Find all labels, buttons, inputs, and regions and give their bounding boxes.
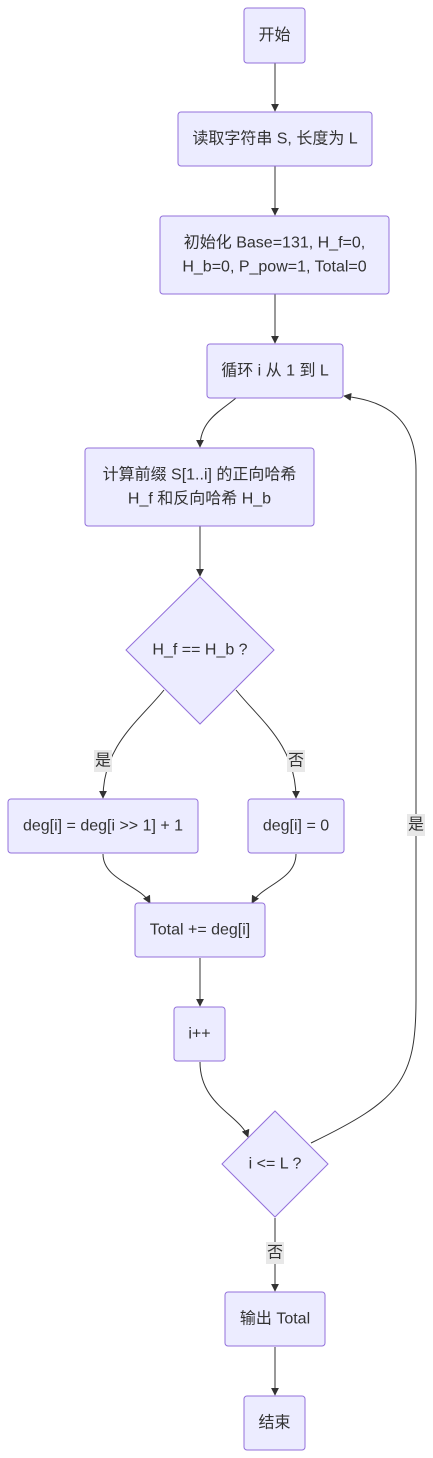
node-increment: i++ [173, 1006, 226, 1062]
edge-cond2-to-loop [310, 392, 417, 1144]
svg-text:否: 否 [288, 753, 304, 770]
node-deg-yes: deg[i] = deg[i >> 1] + 1 [7, 798, 199, 854]
node-cond-le: i <= L ? [221, 1110, 329, 1218]
node-end: 结束 [243, 1395, 306, 1451]
node-total-add: Total += deg[i] [134, 902, 266, 958]
svg-text:结束: 结束 [258, 1414, 290, 1432]
edge-cond-to-degno [235, 689, 300, 799]
edge-label-le-no: 否 [266, 1242, 284, 1264]
svg-text:读取字符串 S, 长度为 L: 读取字符串 S, 长度为 L [192, 130, 357, 148]
edge-degyes-to-total [102, 853, 151, 904]
node-initialize: 初始化 Base=131, H_f=0, H_b=0, P_pow=1, Tot… [159, 215, 390, 295]
edge-loop-to-hash [196, 397, 237, 448]
svg-text:H_b=0, P_pow=1, Total=0: H_b=0, P_pow=1, Total=0 [182, 259, 366, 276]
svg-text:是: 是 [408, 817, 424, 834]
edge-inc-to-cond2 [199, 1061, 250, 1138]
edge-label-le-yes: 是 [407, 814, 425, 836]
svg-text:开始: 开始 [258, 26, 290, 44]
svg-text:i <= L ?: i <= L ? [249, 1156, 302, 1173]
node-read-string: 读取字符串 S, 长度为 L [177, 111, 373, 167]
svg-text:输出 Total: 输出 Total [240, 1310, 310, 1328]
svg-text:H_f 和反向哈希 H_b: H_f 和反向哈希 H_b [128, 490, 271, 508]
node-compute-hash: 计算前缀 S[1..i] 的正向哈希 H_f 和反向哈希 H_b [84, 447, 315, 527]
node-deg-no: deg[i] = 0 [247, 798, 345, 854]
edge-label-eq-no: 否 [287, 750, 305, 772]
svg-text:Total += deg[i]: Total += deg[i] [150, 922, 251, 939]
edge-label-eq-yes: 是 [94, 750, 112, 772]
svg-text:循环 i 从 1 到 L: 循环 i 从 1 到 L [221, 362, 329, 380]
svg-text:deg[i] = deg[i >> 1] + 1: deg[i] = deg[i >> 1] + 1 [23, 818, 183, 835]
node-output: 输出 Total [224, 1291, 326, 1347]
node-start: 开始 [243, 7, 306, 64]
node-cond-equal: H_f == H_b ? [125, 576, 275, 725]
edge-cond-to-degyes [99, 689, 165, 799]
edge-degno-to-total [251, 853, 297, 904]
svg-text:计算前缀 S[1..i] 的正向哈希: 计算前缀 S[1..i] 的正向哈希 [103, 465, 297, 484]
svg-text:deg[i] = 0: deg[i] = 0 [263, 818, 329, 835]
svg-text:初始化 Base=131, H_f=0,: 初始化 Base=131, H_f=0, [184, 234, 365, 252]
svg-text:H_f == H_b ?: H_f == H_b ? [152, 642, 247, 659]
svg-text:否: 否 [267, 1245, 283, 1262]
node-loop: 循环 i 从 1 到 L [206, 343, 344, 399]
svg-text:i++: i++ [188, 1026, 210, 1043]
svg-text:是: 是 [95, 753, 111, 770]
